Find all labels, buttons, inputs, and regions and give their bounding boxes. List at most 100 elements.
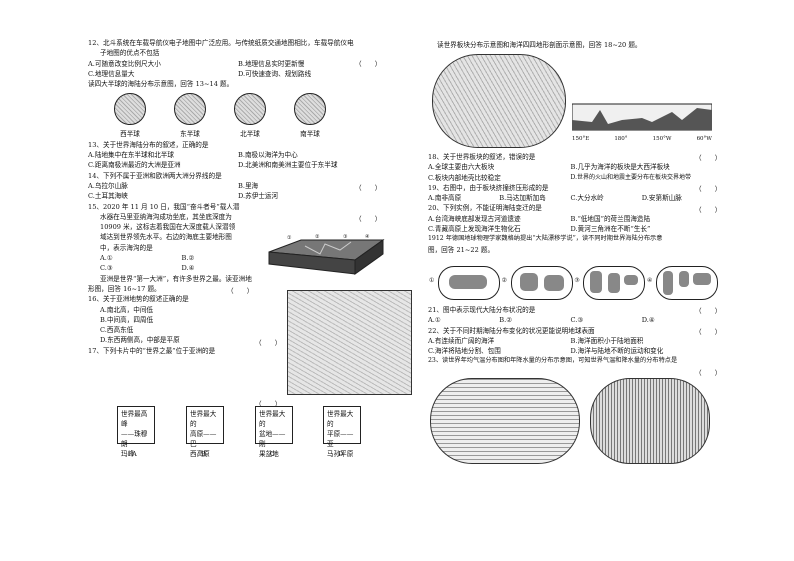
q20-option-d[interactable]: D.黄河三角洲在不断“生长”	[570, 225, 651, 234]
q12-paren[interactable]: （ ）	[355, 60, 382, 68]
q16-option-d[interactable]: D.东西两侧高，中部是平原	[100, 336, 180, 345]
q21-option-a[interactable]: A.①	[428, 316, 441, 325]
q20-stem: 20、下列实例，不能证明海陆变迁的是	[428, 204, 542, 213]
q19-stem: 19、右图中，由于板块挤撞挤压形成的是	[428, 183, 549, 192]
q23-paren[interactable]: （ ）	[695, 369, 722, 377]
profile-lon-2: 180°	[614, 136, 628, 142]
q22-option-a[interactable]: A.有连续而广阔的海洋	[428, 336, 495, 345]
q17-label-b: B	[201, 450, 206, 458]
hemisphere-figure: 西半球 东半球 北半球 南半球	[100, 93, 340, 139]
q13-option-d[interactable]: D.北美洲和南美洲主要位于东半球	[238, 161, 338, 170]
q13-option-c[interactable]: C.距离南极洲最近的大洲是亚洲	[88, 161, 181, 170]
q12-stem-cont: 子地图的优点不包括	[100, 49, 160, 58]
q19-option-a[interactable]: A.南非高原	[428, 194, 462, 203]
profile-lon-4: 60°W	[696, 136, 712, 142]
q16-option-c[interactable]: C.西高东低	[100, 326, 134, 335]
q15-paren[interactable]: （ ）	[227, 287, 254, 295]
q13-option-a[interactable]: A.陆地集中在东半球和北半球	[88, 151, 174, 160]
q17-label-d: D	[338, 450, 344, 458]
q14-paren[interactable]: （ ）	[355, 215, 382, 223]
q15-stem-3: 10909 米，这标志着我国在大深度载人深潜领	[100, 223, 236, 232]
precipitation-map	[590, 378, 710, 464]
q21-stem: 21、图中表示现代大陆分布状况的是	[428, 306, 536, 314]
q17-card-c[interactable]: 世界最大的 盆地——刚 果盆地	[255, 406, 293, 458]
q18-option-b[interactable]: B.几乎为海洋的板块是大西洋板块	[570, 163, 670, 172]
hemisphere-north: 北半球	[234, 93, 266, 139]
q13-paren[interactable]: （ ）	[355, 184, 382, 192]
q15-option-d[interactable]: D.④	[181, 264, 195, 273]
card-text: 高原——巴	[190, 430, 217, 448]
card-text: ——珠穆朗	[121, 430, 148, 448]
q16-stem: 16、关于亚洲地势的叙述正确的是	[88, 295, 189, 304]
q17-paren[interactable]: （ ）	[255, 400, 282, 408]
q15-option-a[interactable]: A.①	[100, 254, 113, 263]
globe-icon	[174, 93, 206, 126]
q19-paren[interactable]: （ ）	[695, 185, 722, 193]
q14-option-d[interactable]: D.苏伊士运河	[238, 192, 279, 201]
q16-option-a[interactable]: A.南北高，中间低	[100, 305, 154, 314]
q14-option-b[interactable]: B.里海	[238, 181, 259, 190]
read-16-17: 亚洲是世界“第一大洲”，有许多世界之最。读亚洲地	[100, 274, 252, 283]
paleo-map-3: ③	[574, 266, 646, 300]
q18-option-a[interactable]: A.全球主要由六大板块	[428, 163, 495, 172]
card-text: 马孙平原	[327, 450, 354, 458]
map-label: ①	[429, 277, 435, 284]
q16-option-b[interactable]: B.中间高，四周低	[100, 315, 154, 324]
q20-option-c[interactable]: C.青藏高原上发现海洋生物化石	[428, 225, 521, 234]
paleo-maps-figure: ① ② ③ ④	[429, 266, 718, 302]
q18-option-d[interactable]: D.世界的火山和地震主要分布在板块交界地带	[570, 173, 692, 181]
q16-paren[interactable]: （ ）	[255, 339, 282, 347]
q13-option-b[interactable]: B.南极以海洋为中心	[238, 151, 298, 160]
map-label: ②	[501, 277, 508, 284]
hemisphere-west: 西半球	[114, 93, 146, 139]
card-text: 世界最大的	[190, 410, 217, 428]
q18-option-c[interactable]: C.板块内部地壳比较稳定	[428, 173, 501, 182]
svg-text:④: ④	[365, 234, 370, 240]
q15-option-c[interactable]: C.③	[100, 264, 113, 273]
q21-option-c[interactable]: C.③	[570, 316, 584, 325]
q17-card-b[interactable]: 世界最大的 高原——巴 西高原	[186, 406, 224, 458]
read-13-14: 读四大半球的海陆分布示意图，回答 13~14 题。	[88, 80, 234, 89]
q15-stem-1: 15、2020 年 11 月 10 日，我国“奋斗者号”载人潜	[88, 202, 240, 211]
read-21-22-cont: 图，回答 21~22 题。	[428, 245, 495, 254]
q19-option-d[interactable]: D.安第斯山脉	[641, 194, 682, 203]
q20-option-b[interactable]: B.“低地国”的荷兰围海造陆	[570, 214, 651, 223]
seafloor-figure: ① ② ③ ④	[265, 234, 385, 280]
globe-icon	[234, 93, 266, 126]
q22-option-c[interactable]: C.海洋将陆地分割、包围	[428, 347, 501, 356]
q19-option-b[interactable]: B.马达加斯加岛	[499, 194, 546, 203]
paleo-map-2: ②	[502, 266, 573, 300]
map-label: ③	[574, 277, 580, 284]
asia-terrain-map	[287, 290, 412, 395]
read-21-22: 1912 年德国地球物理学家魏格纳提出“大陆漂移学说”，读不同时期世界海陆分布示…	[428, 235, 663, 243]
globe-icon	[294, 93, 326, 126]
read-16-17-cont: 形图，回答 16~17 题。	[88, 284, 161, 293]
q17-card-d[interactable]: 世界最大的 平原——亚 马孙平原	[323, 406, 361, 458]
map-label: ④	[646, 277, 653, 284]
paleo-map-4: ④	[647, 266, 718, 300]
q18-paren[interactable]: （ ）	[695, 154, 722, 162]
q20-paren[interactable]: （ ）	[695, 206, 722, 214]
globe-icon	[114, 93, 146, 126]
q22-paren[interactable]: （ ）	[695, 328, 722, 336]
q21-paren[interactable]: （ ）	[695, 307, 722, 315]
q14-option-c[interactable]: C.土耳其海峡	[88, 192, 128, 201]
q22-option-b[interactable]: B.海洋面积小于陆地面积	[570, 336, 644, 345]
q21-option-d[interactable]: D.④	[641, 316, 655, 325]
q12-option-d[interactable]: D.可快速查询、规划路线	[238, 69, 312, 78]
q22-option-d[interactable]: D.海洋与陆地不断的运动和变化	[570, 347, 664, 356]
q12-option-a[interactable]: A.可随意改变比例尺大小	[88, 59, 161, 68]
card-text: 世界最高峰	[121, 410, 148, 428]
q17-card-a[interactable]: 世界最高峰 ——珠穆朗 玛峰	[117, 406, 155, 458]
q14-option-a[interactable]: A.乌拉尔山脉	[88, 181, 128, 190]
temperature-map	[430, 378, 580, 464]
q19-option-c[interactable]: C.大分水岭	[570, 194, 604, 203]
q15-option-b[interactable]: B.②	[181, 254, 195, 263]
q21-option-b[interactable]: B.②	[499, 316, 513, 325]
q12-option-b[interactable]: B.地理信息实时更新慢	[238, 59, 305, 68]
hemisphere-label: 东半球	[180, 130, 200, 139]
q12-option-c[interactable]: C.地理信息量大	[88, 69, 135, 78]
ocean-profile-figure: 150°E 180° 150°W 60°W	[571, 102, 713, 142]
q20-option-a[interactable]: A.台湾海峡底部发现古河道遗迹	[428, 214, 521, 223]
